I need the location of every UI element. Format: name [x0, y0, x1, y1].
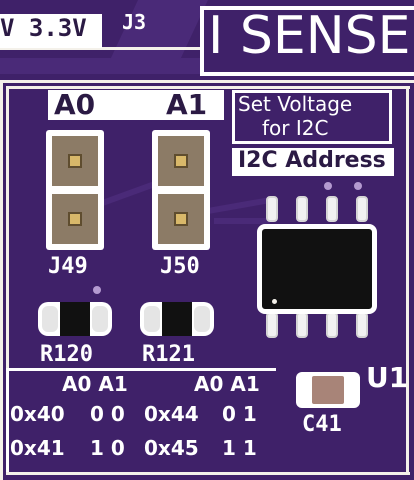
- silkscreen-line: [6, 86, 9, 474]
- ic-pin: [326, 196, 338, 222]
- jumper-header-a1-text: A1: [166, 88, 208, 121]
- connector-ref: J3: [122, 10, 147, 34]
- address-table-cell: 0 0: [90, 402, 125, 426]
- set-voltage-label-line2: for I2C: [262, 116, 329, 140]
- jumper-header-bar: [48, 90, 224, 120]
- capacitor-c41[interactable]: [296, 372, 360, 408]
- resistor-end: [144, 306, 160, 332]
- capacitor-body: [312, 376, 344, 404]
- sense-label-box: [200, 6, 414, 76]
- resistor-end: [194, 306, 210, 332]
- silkscreen-line: [406, 86, 409, 474]
- pin1-dot: [272, 299, 277, 304]
- ic-pin: [356, 312, 368, 338]
- address-table-cell: 1 1: [222, 436, 257, 460]
- copper-pad: [68, 212, 82, 226]
- set-voltage-label-line1: Set Voltage: [238, 92, 353, 116]
- silkscreen-line: [0, 80, 414, 83]
- resistor-r120[interactable]: [38, 302, 112, 336]
- address-table-cell: 0x40: [10, 402, 65, 426]
- copper-trace: [214, 218, 270, 224]
- copper-pad: [174, 212, 188, 226]
- jumper-ref-j49: J49: [48, 254, 88, 279]
- resistor-body: [162, 302, 192, 336]
- jumper-j49[interactable]: [46, 130, 104, 250]
- set-voltage-label-box: [232, 90, 392, 144]
- via: [324, 182, 332, 190]
- resistor-r121[interactable]: [140, 302, 214, 336]
- sense-label: I SENSE: [208, 6, 411, 66]
- address-table-header-left: A0 A1: [62, 372, 128, 396]
- address-table-cell: 0x45: [144, 436, 199, 460]
- copper-pad: [68, 154, 82, 168]
- silkscreen-line: [6, 472, 410, 475]
- resistor-body: [60, 302, 90, 336]
- voltage-label: V 3.3V: [0, 14, 102, 48]
- address-table-cell: 0x44: [144, 402, 199, 426]
- ic-pin: [326, 312, 338, 338]
- silkscreen-line: [0, 82, 3, 480]
- ic-pin: [296, 196, 308, 222]
- resistor-end: [42, 306, 58, 332]
- address-table-border: [6, 368, 276, 472]
- jumper-header-a0-text: A0: [54, 88, 96, 121]
- via: [354, 182, 362, 190]
- i2c-address-label-box: [232, 148, 394, 176]
- silkscreen-line: [0, 47, 210, 50]
- i2c-address-label: I2C Address: [238, 148, 386, 173]
- address-table-header-right: A0 A1: [194, 372, 260, 396]
- address-table-cell: 0x41: [10, 436, 65, 460]
- ic-pin: [266, 312, 278, 338]
- jumper-ref-j50: J50: [160, 254, 200, 279]
- ic-pin: [296, 312, 308, 338]
- resistor-ref-r121: R121: [142, 342, 195, 367]
- capacitor-ref-c41: C41: [302, 412, 342, 437]
- silkscreen-line: [6, 86, 410, 89]
- copper-pad: [174, 154, 188, 168]
- address-table: A0 A1 A0 A1 0x40 0 0 0x44 0 1 0x41 1 0 0…: [6, 368, 276, 472]
- ic-pin: [266, 196, 278, 222]
- via: [93, 286, 101, 294]
- address-table-cell: 1 0: [90, 436, 125, 460]
- voltage-label-text: V 3.3V: [0, 14, 87, 42]
- resistor-end: [92, 306, 108, 332]
- resistor-ref-r120: R120: [40, 342, 93, 367]
- address-table-cell: 0 1: [222, 402, 257, 426]
- jumper-pad-area: [50, 134, 100, 188]
- ic-u1[interactable]: [257, 224, 377, 314]
- jumper-j50[interactable]: [152, 130, 210, 250]
- ic-pin: [356, 196, 368, 222]
- ic-ref-u1: U1: [366, 361, 409, 394]
